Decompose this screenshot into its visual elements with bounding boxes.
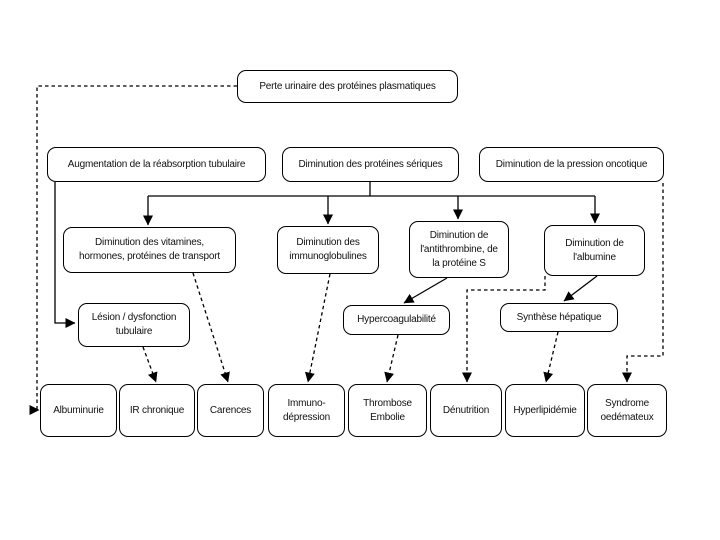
- node-hyperlipidemie: Hyperlipidémie: [505, 384, 585, 437]
- node-thrombose-embolie: Thrombose Embolie: [348, 384, 427, 437]
- node-denutrition: Dénutrition: [430, 384, 502, 437]
- node-syndrome-oedemateux: Syndrome oedémateux: [587, 384, 667, 437]
- node-diminution-immunoglobulines: Diminution des immunoglobulines: [277, 226, 379, 274]
- edge-lesion-to-ir_chronique: [142, 346, 158, 383]
- node-augmentation-reabsorption: Augmentation de la réabsorption tubulair…: [47, 147, 266, 182]
- edge-synthese-to-hyperlipidemie: [543, 331, 559, 383]
- node-diminution-pression-oncotique: Diminution de la pression oncotique: [479, 147, 664, 182]
- node-albuminurie: Albuminurie: [40, 384, 117, 437]
- node-immunodepression: Immuno- dépression: [268, 384, 345, 437]
- edge-albumine-to-synthese: [563, 275, 598, 302]
- node-diminution-vitamines: Diminution des vitamines, hormones, prot…: [63, 227, 236, 273]
- node-diminution-proteines-seriques: Diminution des protéines sériques: [282, 147, 459, 182]
- node-lesion-dysfonction-tubulaire: Lésion / dysfonction tubulaire: [78, 303, 190, 347]
- edge-vitamines-to-carences: [192, 272, 230, 383]
- node-synthese-hepatique: Synthèse hépatique: [500, 303, 618, 332]
- node-carences: Carences: [197, 384, 264, 437]
- node-ir-chronique: IR chronique: [119, 384, 195, 437]
- edge-hypercoagulabilite-to-thrombose: [384, 334, 399, 383]
- edge-oncotique-to-syndrome: [622, 183, 664, 383]
- edge-antithrombine-to-hypercoagulabilite: [403, 277, 448, 304]
- node-diminution-antithrombine: Diminution de l'antithrombine, de la pro…: [409, 221, 509, 278]
- node-diminution-albumine: Diminution de l'albumine: [544, 225, 645, 276]
- edge-immunoglobulines-to-immunodepression: [304, 273, 331, 383]
- node-perte-urinaire: Perte urinaire des protéines plasmatique…: [237, 70, 458, 103]
- node-hypercoagulabilite: Hypercoagulabilité: [343, 305, 450, 335]
